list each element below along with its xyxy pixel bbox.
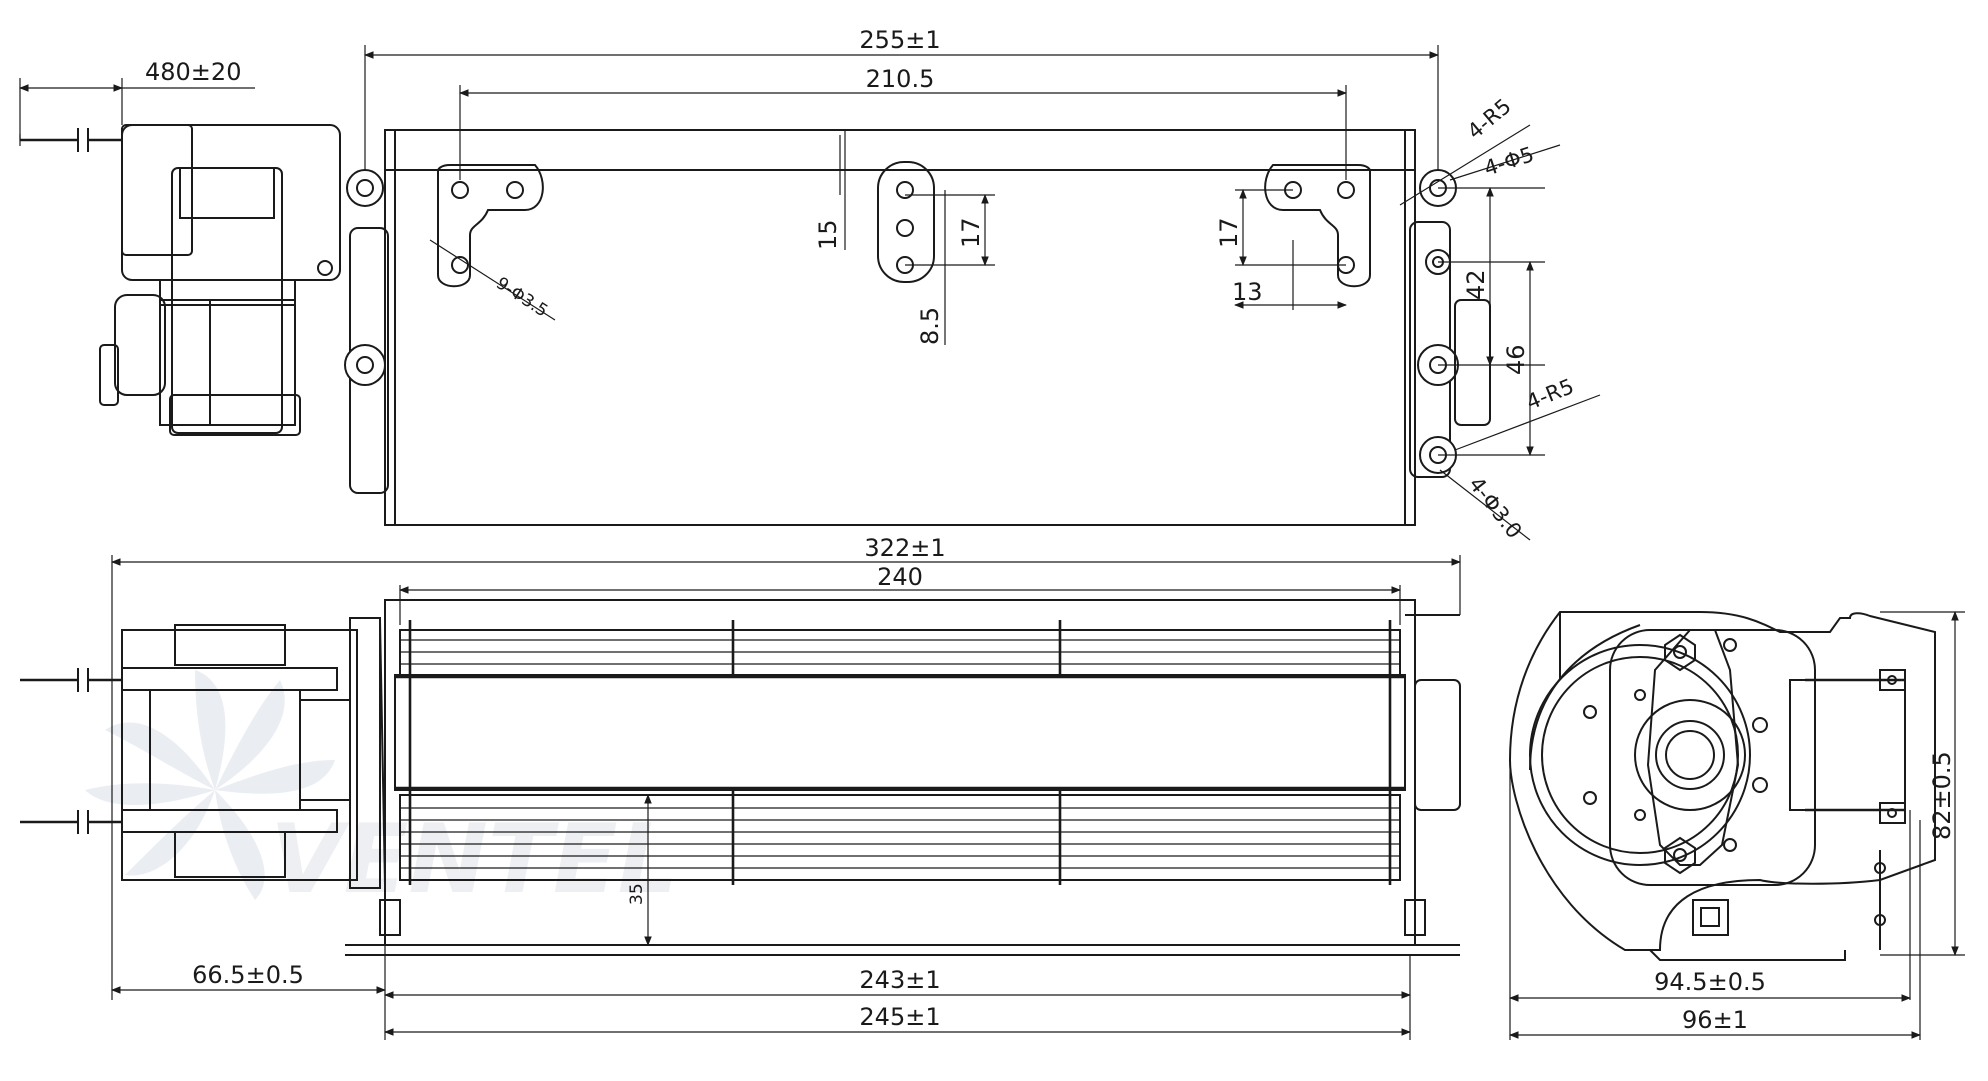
dim-motor-offset: 66.5±0.5	[192, 961, 304, 989]
dim-housing-outer: 245±1	[859, 1003, 940, 1031]
dim-overall-length: 322±1	[864, 534, 945, 562]
dim-bracket-width: 13	[1232, 278, 1263, 306]
dim-mount-radius-top: 4-R5	[1463, 94, 1516, 144]
dim-top-length: 255±1	[859, 26, 940, 54]
dim-end-width-outer: 96±1	[1682, 1006, 1748, 1034]
dim-mount-radius-side: 4-R5	[1523, 374, 1577, 415]
dim-cable-length: 480±20	[145, 58, 241, 86]
dim-impeller-length: 240	[877, 563, 923, 591]
dim-housing-inner: 243±1	[859, 966, 940, 994]
dim-small-holes: 9-Φ3.5	[492, 273, 551, 321]
dim-outlet-height: 35	[627, 883, 647, 905]
dim-bracket-spacing: 17	[957, 217, 985, 248]
dim-side-46: 46	[1502, 344, 1530, 375]
dim-flange-offset: 15	[814, 219, 842, 250]
top-view: 480±20 255±1 210.5 15 17 17 13 8.5 4-R5 …	[19, 26, 1601, 543]
dim-bracket-right-spacing: 17	[1215, 217, 1243, 248]
dim-end-height: 82±0.5	[1928, 751, 1956, 840]
watermark-logo: VENTEL	[85, 670, 678, 915]
watermark-text: VENTEL	[270, 805, 678, 915]
dim-side-42: 42	[1462, 269, 1490, 300]
dim-mount-dia-top: 4-Φ5	[1481, 142, 1537, 181]
dim-mount-dia-side: 4-Φ3.0	[1464, 472, 1527, 543]
front-view: 322±1 240 35 66.5±0.5 243±1 245±1	[20, 534, 1461, 1040]
side-view: 82±0.5 94.5±0.5 96±1	[1508, 611, 1965, 1040]
dim-bracket-offset: 8.5	[916, 307, 944, 345]
dim-end-width-inner: 94.5±0.5	[1654, 968, 1766, 996]
dim-hole-spacing: 210.5	[866, 65, 935, 93]
